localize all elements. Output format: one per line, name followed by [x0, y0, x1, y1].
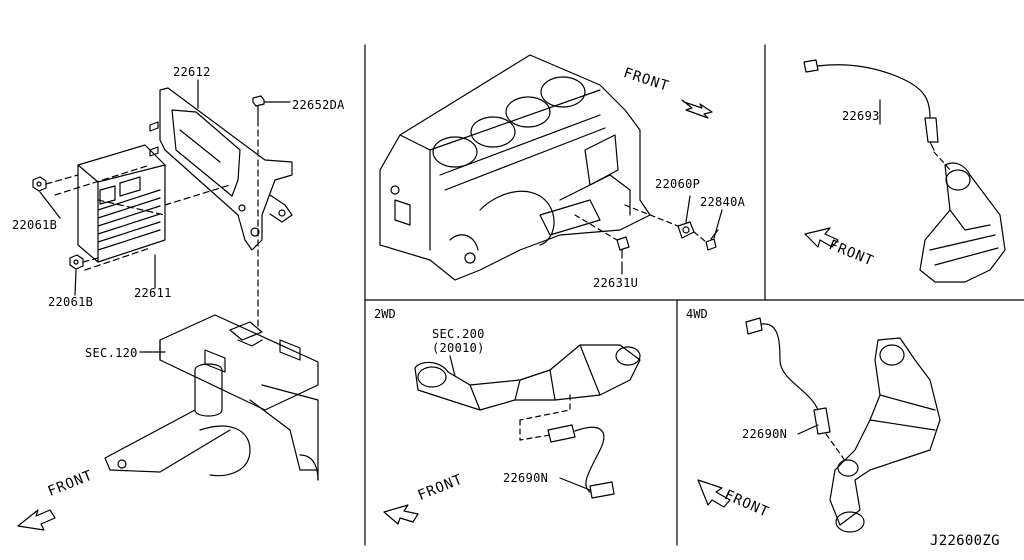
- catalyst-4wd: [829, 337, 941, 533]
- vehicle-frame: [104, 314, 319, 481]
- ecm-unit: [77, 144, 166, 263]
- label-22840a: 22840A: [700, 195, 746, 209]
- label-sec120: SEC.120: [85, 346, 138, 360]
- diagram-id: J22600ZG: [930, 533, 1000, 549]
- label-22611: 22611: [134, 286, 172, 300]
- bolt-22652da: [252, 95, 291, 121]
- label-sec200-sub: (20010): [432, 341, 485, 355]
- label-22060p: 22060P: [655, 177, 701, 191]
- front-arrow-2wd: [383, 504, 419, 525]
- label-22061b-upper: 22061B: [12, 218, 58, 232]
- nut-lower: [69, 254, 84, 270]
- 4wd-dash: [825, 433, 847, 463]
- engine-sensor-lines: [574, 204, 707, 243]
- label-sec200: SEC.200: [432, 327, 485, 341]
- engine-leader-lines: [621, 195, 723, 275]
- catalyst-upper-dash: [933, 151, 953, 173]
- front-arrow-tr: [804, 227, 839, 248]
- label-22652da: 22652DA: [292, 98, 345, 112]
- front-arrow-engine: [681, 99, 713, 119]
- ecm-assembly-lines: [45, 119, 259, 331]
- ecm-bracket: [149, 87, 293, 251]
- 2wd-leader: [449, 355, 591, 491]
- label-22612: 22612: [173, 65, 211, 79]
- label-22693: 22693: [842, 109, 880, 123]
- catalyst-2wd: [414, 344, 641, 411]
- front-arrow-4wd: [697, 479, 731, 508]
- label-22690n-4wd: 22690N: [742, 427, 788, 441]
- label-22061b-lower: 22061B: [48, 295, 94, 309]
- ecm-leader-lines: [39, 79, 199, 353]
- tag-2wd: 2WD: [374, 307, 396, 321]
- knock-sensor-bolt: [705, 229, 719, 251]
- catalyst-upper: [919, 162, 1006, 283]
- 2wd-dash: [519, 394, 571, 441]
- tag-4wd: 4WD: [686, 307, 708, 321]
- temp-sensor: [616, 236, 630, 259]
- front-arrow-bl: [17, 509, 56, 531]
- label-22631u: 22631U: [593, 276, 639, 290]
- knock-sensor: [677, 221, 695, 239]
- sensor-4wd: [745, 317, 831, 435]
- engine-block: [379, 54, 651, 281]
- label-22690n-2wd: 22690N: [503, 471, 549, 485]
- air-fuel-sensor: [803, 59, 939, 151]
- nut-upper: [32, 176, 47, 192]
- sensor-2wd: [547, 424, 615, 499]
- 4wd-leader: [797, 424, 819, 435]
- panel-dividers: [364, 44, 1024, 546]
